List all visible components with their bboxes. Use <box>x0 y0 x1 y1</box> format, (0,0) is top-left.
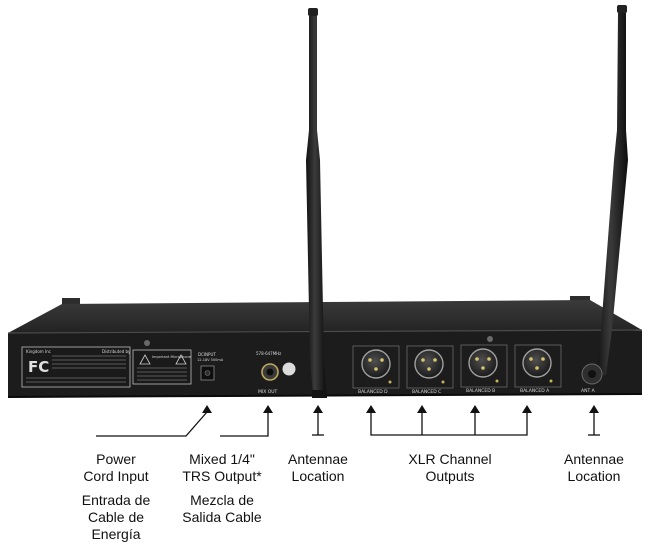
xlr-connector <box>460 344 508 388</box>
callout-xlr-l1: XLR Channel <box>408 451 492 467</box>
frequency-label: 578-647MHz <box>256 351 281 356</box>
callout-antenna-right-l1: Antennae <box>564 451 624 467</box>
warning-title: Important Microphone <box>152 355 191 359</box>
ant-label: ANT A <box>581 388 596 394</box>
xlr-connector <box>406 345 454 389</box>
sticker-round <box>282 362 296 376</box>
callout-power-es2: Cable de <box>87 509 145 525</box>
screw <box>487 336 493 342</box>
callout-mixed-es1: Mezcla de <box>190 492 254 508</box>
dcinput-label: DCINPUT <box>198 352 216 357</box>
fc-logo: FC <box>28 358 49 376</box>
callout-antenna-right-l2: Location <box>567 468 621 484</box>
callout-power: Power Cord Input Entrada de Cable de Ene… <box>56 451 176 543</box>
screw <box>144 340 150 346</box>
mix-out-label: MIX OUT <box>258 389 278 395</box>
antenna-right <box>581 5 628 385</box>
callout-power-en2: Cord Input <box>83 468 149 484</box>
callout-xlr-l2: Outputs <box>425 468 475 484</box>
dcinput-spec: 12-18V 500mA <box>197 358 224 362</box>
callout-mixed: Mixed 1/4" TRS Output* Mezcla de Salida … <box>162 451 282 526</box>
xlr-connector <box>514 344 562 388</box>
callout-antenna-left: Antennae Location <box>272 451 364 485</box>
chassis-top <box>8 300 642 333</box>
callout-antenna-left-l1: Antennae <box>288 451 348 467</box>
callout-arrowheads <box>202 405 599 413</box>
antenna-left <box>306 8 327 398</box>
model-label: Kingdom Inc <box>26 349 51 354</box>
fcc-label <box>21 346 131 388</box>
xlr-connector <box>352 345 400 389</box>
distributor-label: Distributed by <box>102 349 131 354</box>
callout-power-es3: Energía <box>91 526 141 542</box>
balanced-label: BALANCED B <box>466 388 495 394</box>
balanced-label: BALANCED A <box>520 388 550 394</box>
callout-lines <box>96 409 600 437</box>
callout-mixed-en1: Mixed 1/4" <box>189 451 255 467</box>
callout-mixed-es2: Salida Cable <box>182 509 262 525</box>
callout-power-es1: Entrada de <box>81 492 151 508</box>
balanced-label: BALANCED D <box>358 389 388 395</box>
callout-antenna-left-l2: Location <box>291 468 345 484</box>
callout-mixed-en2: TRS Output* <box>182 468 262 484</box>
callout-power-en1: Power <box>96 451 136 467</box>
balanced-label: BALANCED C <box>412 389 441 395</box>
callout-xlr: XLR Channel Outputs <box>390 451 510 485</box>
callout-antenna-right: Antennae Location <box>548 451 640 485</box>
